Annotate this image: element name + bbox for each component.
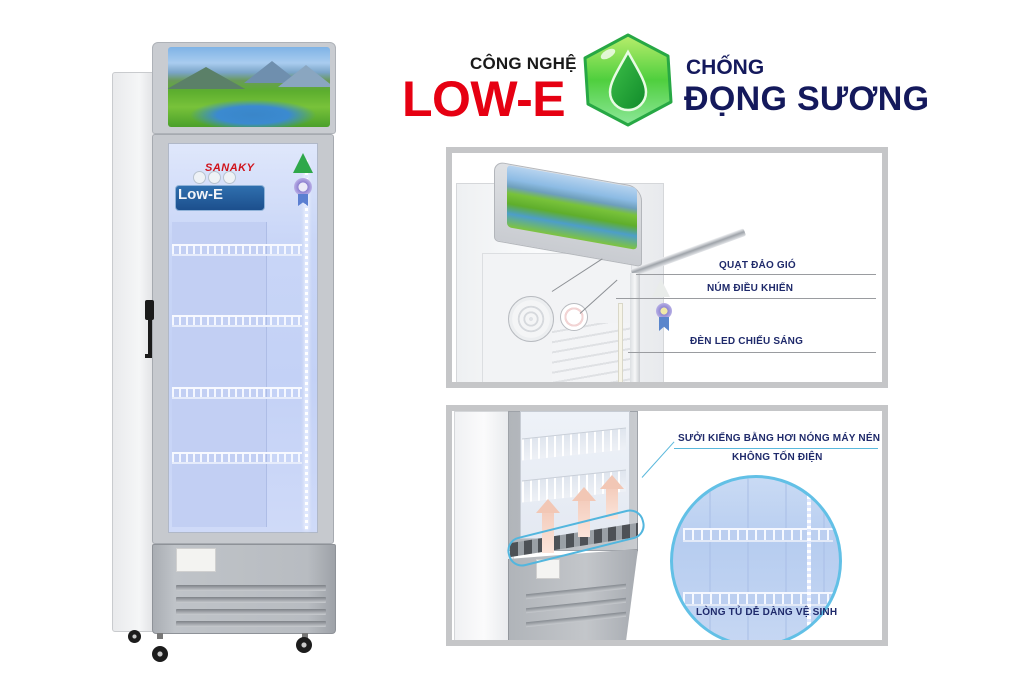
base-vent bbox=[176, 585, 326, 591]
callout-rule bbox=[616, 298, 876, 299]
headline-dong-suong: ĐỌNG SƯƠNG bbox=[684, 80, 930, 118]
led-light-strip bbox=[618, 303, 623, 382]
caster-mount bbox=[302, 633, 308, 639]
low-e-sticker-text: Low-E bbox=[178, 186, 223, 203]
callout-rule-blue bbox=[674, 448, 878, 449]
headline-chong: CHỐNG bbox=[686, 56, 765, 79]
shelf bbox=[683, 528, 833, 542]
feature-label-no-power: KHÔNG TỐN ĐIỆN bbox=[732, 452, 823, 463]
callout-rule bbox=[628, 352, 876, 353]
fan-icon bbox=[508, 296, 554, 342]
heat-arrow-up-icon bbox=[572, 487, 596, 537]
feature-circle-icons bbox=[193, 171, 238, 189]
interior-zoom-circle bbox=[670, 475, 842, 640]
energy-label-sticker bbox=[176, 548, 216, 572]
award-ribbon-icon bbox=[659, 317, 669, 331]
shelf bbox=[172, 244, 302, 256]
feature-label-control-knob: NÚM ĐIỀU KHIỂN bbox=[707, 283, 794, 294]
caster-mount bbox=[157, 633, 163, 639]
fridge-interior-back bbox=[172, 222, 267, 527]
control-knob-icon bbox=[560, 303, 588, 331]
canopy-landscape-image bbox=[168, 47, 330, 127]
callout-rule bbox=[636, 274, 876, 275]
wheel-icon bbox=[152, 646, 168, 662]
headline-cong-nghe: CÔNG NGHỆ bbox=[470, 54, 577, 73]
product-fridge-main: SANAKY Low-E bbox=[0, 0, 360, 692]
detail-panel-top: QUẠT ĐẢO GIÓ NÚM ĐIỀU KHIỂN ĐÈN LED CHIẾ… bbox=[446, 147, 888, 388]
heat-arrow-up-icon bbox=[536, 499, 560, 553]
headline: CÔNG NGHỆ LOW-E CHỐNG ĐỌNG SƯƠNG bbox=[400, 20, 950, 130]
base-vent bbox=[176, 597, 326, 603]
base-vent bbox=[176, 609, 326, 615]
base-vent bbox=[176, 621, 326, 627]
shelf bbox=[172, 315, 302, 327]
cabinet-side bbox=[454, 411, 514, 640]
door-frame-vertical bbox=[630, 273, 640, 382]
shelf bbox=[683, 592, 833, 606]
detail-panel-bottom: SƯỞI KIẾNG BẰNG HƠI NÓNG MÁY NÉN KHÔNG T… bbox=[446, 405, 888, 646]
feature-label-led-light: ĐÈN LED CHIẾU SÁNG bbox=[690, 336, 804, 347]
wheel-icon bbox=[296, 637, 312, 653]
quality-badge-icon bbox=[293, 153, 313, 173]
water-drop-hexagon-icon bbox=[582, 32, 674, 128]
headline-low-e: LOW-E bbox=[402, 71, 566, 127]
door-handle bbox=[144, 300, 155, 360]
callout-line-blue bbox=[641, 441, 675, 478]
heat-arrow-up-icon bbox=[600, 475, 624, 519]
feature-label-easy-clean: LÒNG TỦ DỄ DÀNG VỆ SINH bbox=[696, 607, 838, 618]
feature-label-glass-heating: SƯỞI KIẾNG BẰNG HƠI NÓNG MÁY NÉN bbox=[678, 433, 881, 444]
shelf bbox=[172, 387, 302, 399]
feature-label-fan: QUẠT ĐẢO GIÓ bbox=[719, 260, 796, 271]
award-ribbon-icon bbox=[298, 194, 308, 206]
wheel-icon bbox=[128, 630, 141, 643]
low-e-sticker bbox=[175, 185, 265, 211]
led-light-strip bbox=[305, 160, 308, 530]
award-rosette-icon bbox=[294, 178, 312, 196]
award-rosette-icon bbox=[656, 303, 672, 319]
led-light-strip bbox=[807, 478, 811, 640]
shelf bbox=[172, 452, 302, 464]
energy-label-sticker bbox=[536, 559, 560, 579]
